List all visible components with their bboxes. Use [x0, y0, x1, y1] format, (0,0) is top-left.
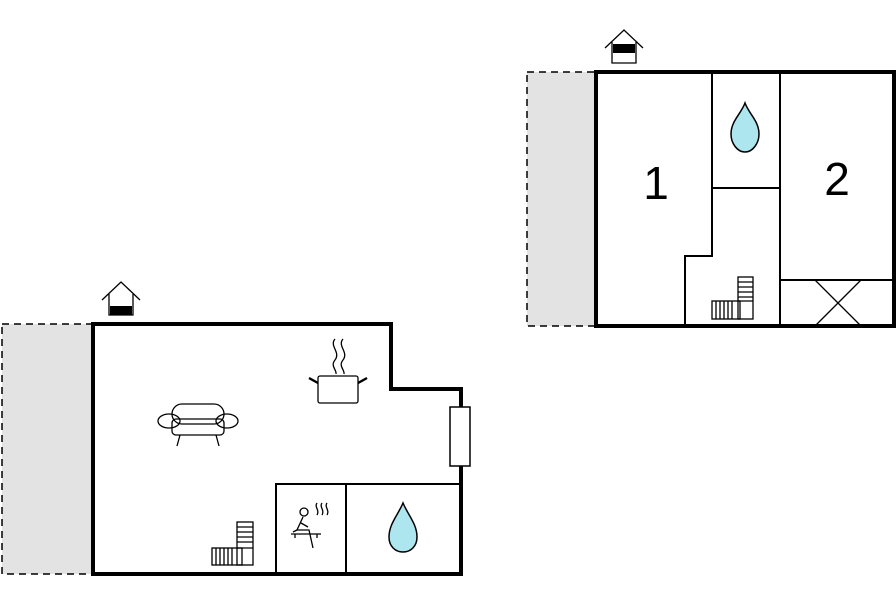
fireplace-icon — [449, 406, 471, 467]
balcony-area — [526, 71, 597, 327]
room-number-2: 2 — [824, 153, 850, 205]
stairs-icon — [211, 521, 254, 566]
sauna-icon — [291, 502, 329, 549]
stairs-icon — [711, 276, 754, 320]
hallway-wall — [712, 72, 781, 326]
sauna-room — [275, 483, 347, 575]
sofa-icon — [157, 403, 239, 447]
lower-floor — [1, 281, 471, 576]
upper-floor: 1 2 — [526, 29, 896, 328]
house-entrance-icon — [101, 281, 141, 316]
water-drop-icon — [388, 501, 418, 553]
room-1-wall — [684, 72, 713, 326]
house-entrance-icon — [604, 29, 644, 64]
terrace-area — [1, 323, 94, 575]
void-cross-icon — [814, 279, 862, 327]
upper-floor-outline — [594, 70, 896, 328]
room-number-1: 1 — [643, 157, 669, 209]
water-drop-icon — [730, 100, 760, 153]
lower-floor-outline — [91, 322, 463, 576]
cooking-pot-icon — [308, 338, 368, 404]
